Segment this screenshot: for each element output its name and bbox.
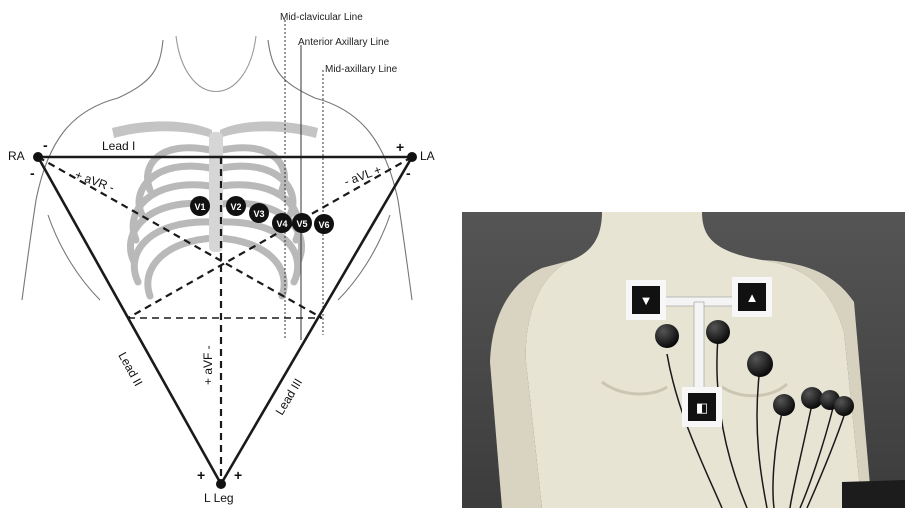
svg-text:V3: V3 <box>253 209 264 219</box>
anterior-axillary-label: Anterior Axillary Line <box>298 37 390 48</box>
svg-text:◧: ◧ <box>696 400 708 415</box>
svg-text:▲: ▲ <box>746 290 759 305</box>
lleg-electrode <box>216 479 226 489</box>
ecg-lead-diagram: Mid-clavicular Line Anterior Axillary Li… <box>0 0 440 508</box>
device-shadow <box>842 480 905 508</box>
lleg-sign-left: + <box>197 467 205 483</box>
rib-cage <box>112 121 318 296</box>
svg-text:V5: V5 <box>296 219 307 229</box>
ecg-diagram-svg: Mid-clavicular Line Anterior Axillary Li… <box>0 0 440 508</box>
avr-label: + aVR - <box>73 168 116 195</box>
svg-text:V1: V1 <box>194 202 205 212</box>
lead-i-label: Lead I <box>102 139 135 153</box>
avl-label: - aVL + <box>342 162 383 188</box>
electrode-v1: V1 <box>190 196 210 216</box>
mannequin-photo: ▼ ▲ ◧ <box>462 212 905 508</box>
mannequin-photo-svg: ▼ ▲ ◧ <box>462 212 905 508</box>
electrode-v2: V2 <box>226 196 246 216</box>
la-sign-bottom: - <box>406 165 411 181</box>
ra-sign-bottom: - <box>30 165 35 181</box>
midaxillary-label: Mid-axillary Line <box>325 64 398 75</box>
ra-sign-top: - <box>43 137 48 153</box>
midclavicular-label: Mid-clavicular Line <box>280 12 363 23</box>
la-electrode <box>407 152 417 162</box>
la-label: LA <box>420 149 435 163</box>
marker-bottom: ◧ <box>682 387 722 427</box>
avl-line <box>128 157 412 318</box>
marker-right: ▲ <box>732 277 772 317</box>
reference-lines <box>285 20 323 340</box>
lleg-label: L Leg <box>204 491 234 505</box>
la-sign-top: + <box>396 139 404 155</box>
lead-ii-label: Lead II <box>115 350 145 389</box>
svg-text:V4: V4 <box>276 219 287 229</box>
svg-text:▼: ▼ <box>640 293 653 308</box>
lleg-sign-right: + <box>234 467 242 483</box>
electrode-v4: V4 <box>272 213 292 233</box>
electrode-v3: V3 <box>249 203 269 223</box>
svg-text:V2: V2 <box>230 202 241 212</box>
ra-electrode <box>33 152 43 162</box>
avf-label: + aVF - <box>201 345 215 385</box>
electrode-v6: V6 <box>314 214 334 234</box>
ra-label: RA <box>8 149 25 163</box>
marker-left: ▼ <box>626 280 666 320</box>
lead-iii-label: Lead III <box>273 376 306 418</box>
electrode-v5: V5 <box>292 213 312 233</box>
svg-text:V6: V6 <box>318 220 329 230</box>
